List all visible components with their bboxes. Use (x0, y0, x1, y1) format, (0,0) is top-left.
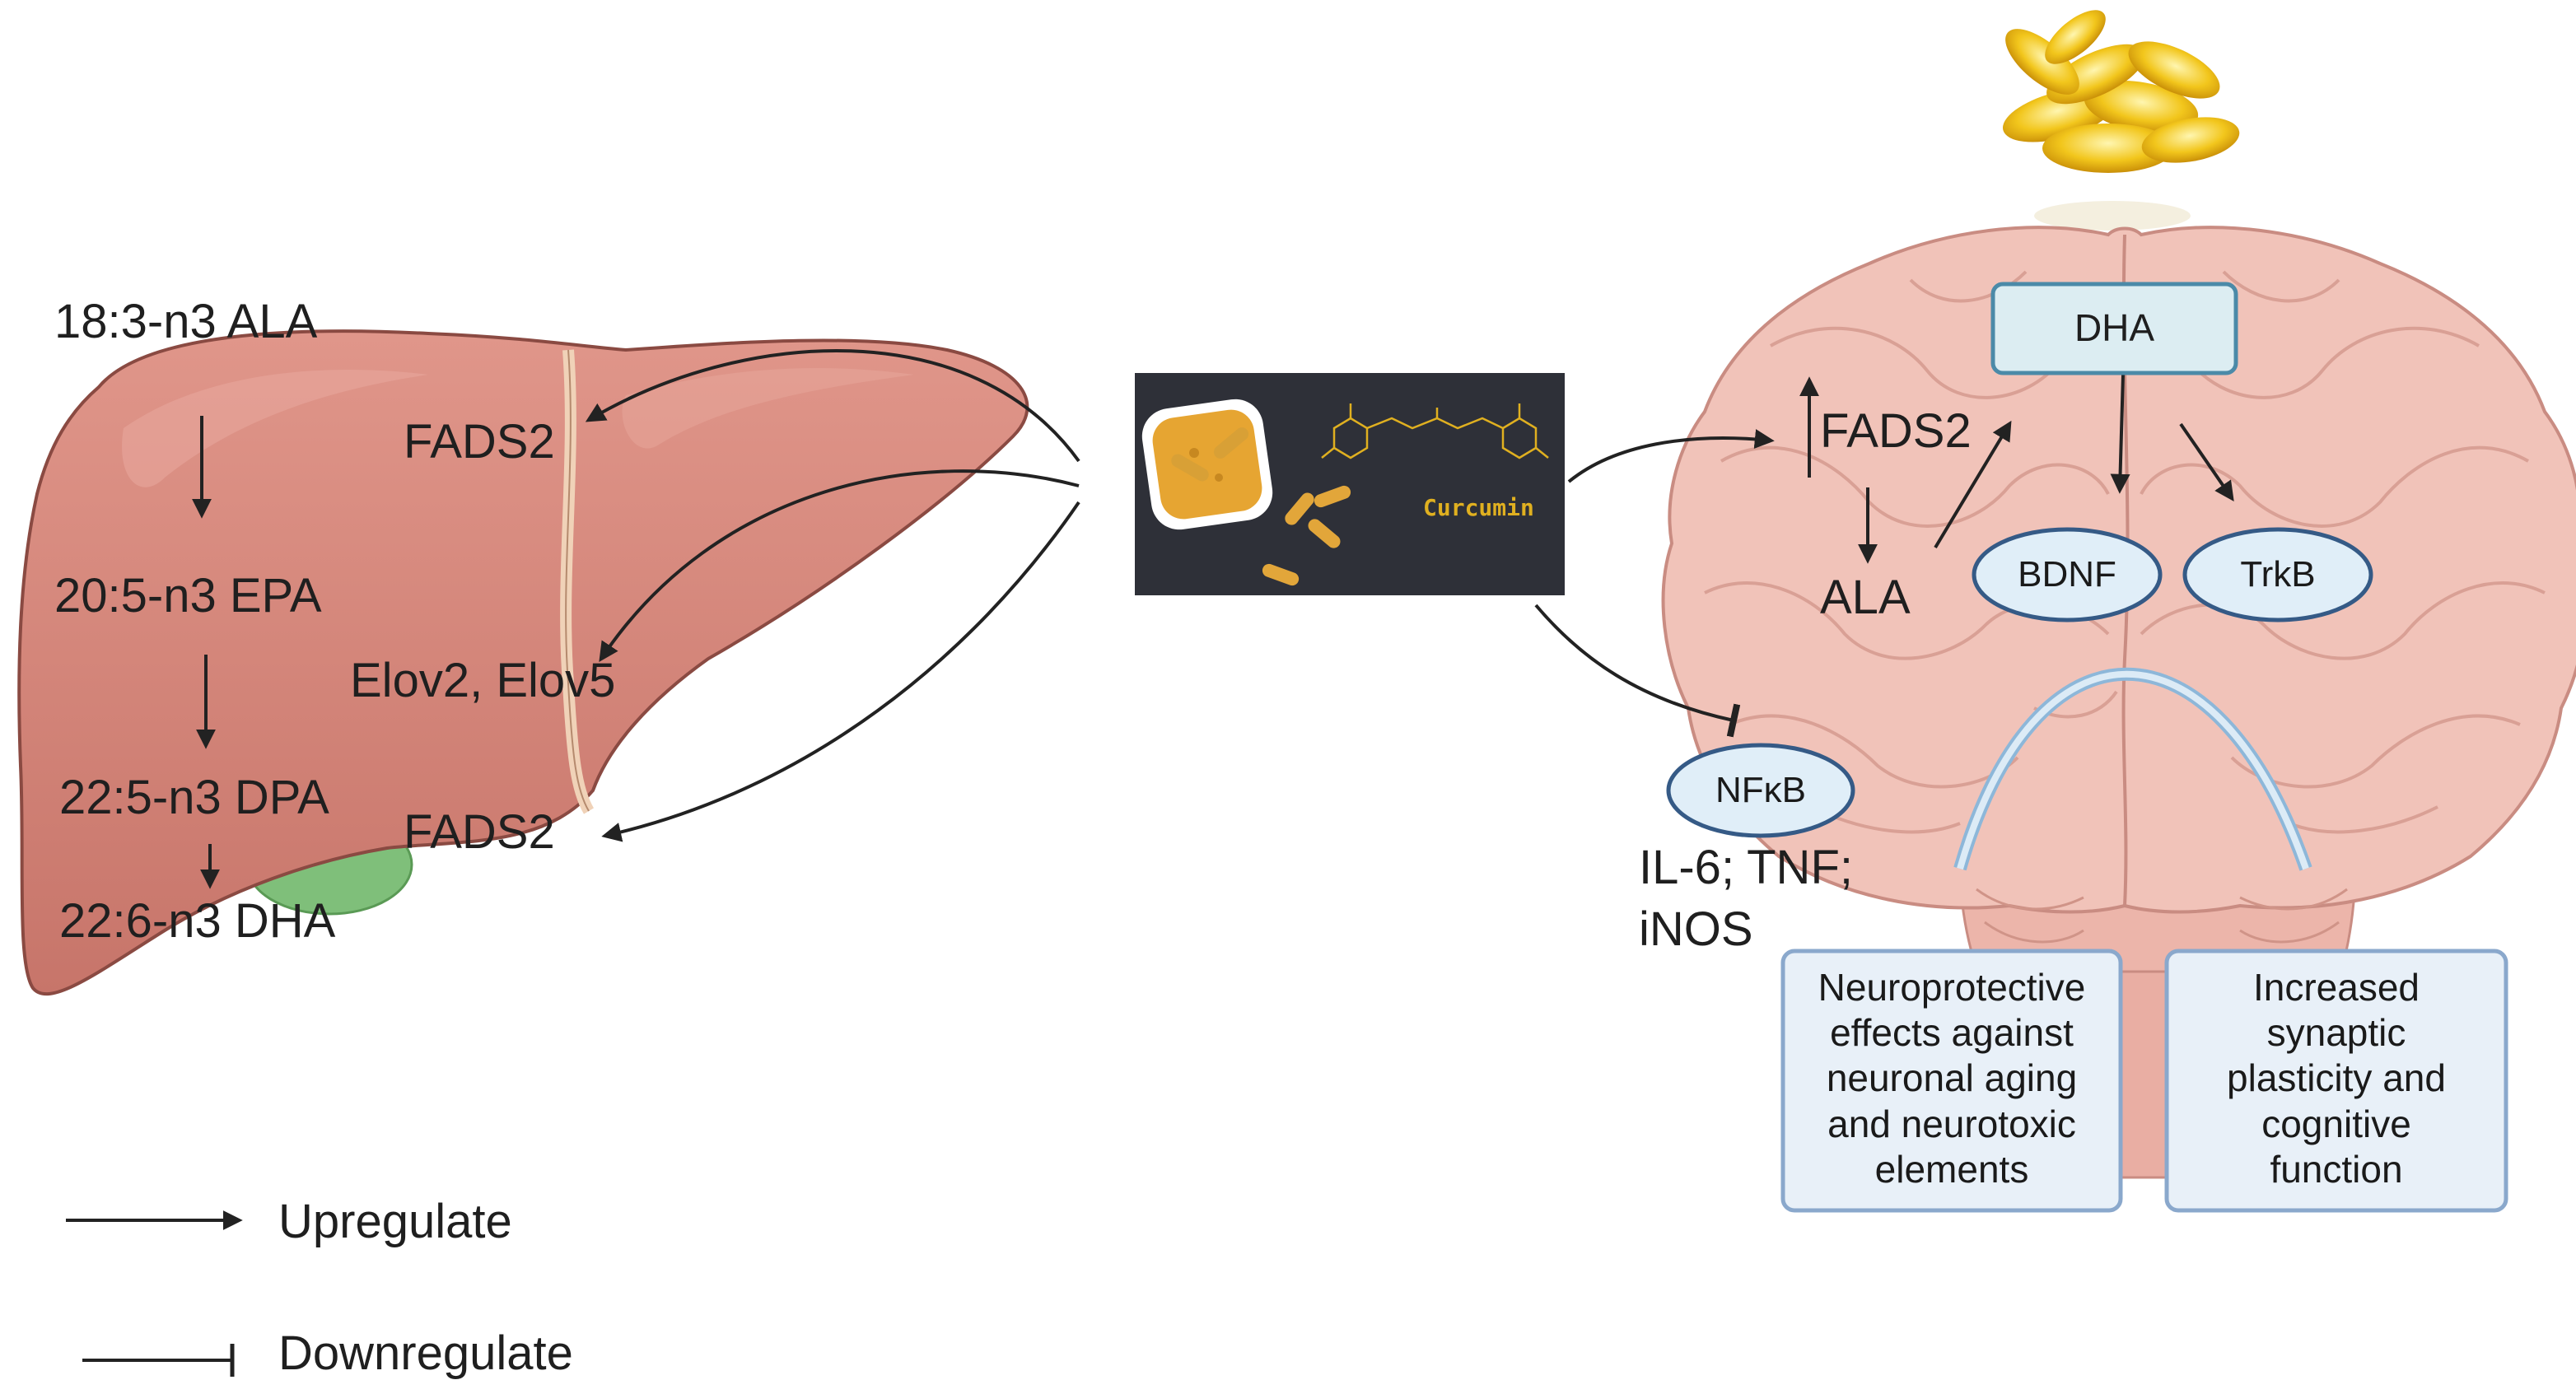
legend-down-label: Downregulate (278, 1326, 573, 1380)
arrow-dha-trkb (2179, 422, 2234, 501)
neuroprotective-text: Neuroprotective effects against neuronal… (1783, 965, 2121, 1192)
nfkb-oval (1666, 743, 1855, 838)
liver-dha-label: 22:6-n3 DHA (59, 894, 336, 948)
synaptic-line-3: plasticity and (2227, 1056, 2446, 1100)
neuroprotective-line-3: neuronal aging (1826, 1056, 2078, 1100)
liver-elov-label: Elov2, Elov5 (350, 654, 616, 707)
liver-highlight-right (622, 368, 914, 449)
brain-dha-label: DHA (2074, 306, 2155, 349)
fish-oil-capsules (2002, 10, 2240, 231)
neuroprotective-box (1780, 949, 2123, 1213)
liver-epa-label: 20:5-n3 EPA (54, 569, 322, 622)
liver-highlight (122, 369, 428, 487)
neuroprotective-line-1: Neuroprotective (1818, 966, 2086, 1009)
neuroprotective-line-2: effects against (1830, 1011, 2074, 1055)
synaptic-line-1: Increased (2252, 966, 2420, 1009)
arrow-curcumin-brain-fads2 (1567, 429, 1775, 483)
nfkb-label: NFκB (1715, 770, 1806, 810)
liver-ala-label: 18:3-n3 ALA (54, 295, 318, 348)
synaptic-line-5: function (2270, 1147, 2403, 1191)
arrow-curcumin-inhibit-nfkb (1534, 604, 1741, 738)
synaptic-line-2: synaptic (2266, 1011, 2406, 1055)
liver-fads2-top-label: FADS2 (404, 415, 555, 469)
synaptic-text: Increased synaptic plasticity and cognit… (2167, 965, 2506, 1192)
brain-fads2-label: FADS2 (1820, 404, 1972, 458)
neuroprotective-line-4: and neurotoxic (1827, 1102, 2076, 1145)
neuroprotective-line-5: elements (1874, 1147, 2029, 1191)
brain-ala-label: ALA (1820, 571, 1911, 624)
trkb-label: TrkB (2240, 554, 2316, 594)
curcumin-label: Curcumin (1423, 494, 1534, 521)
liver-shape (17, 329, 1029, 996)
liver-illustration (17, 329, 1029, 996)
brain-dha-box (1990, 282, 2238, 375)
synaptic-line-4: cognitive (2261, 1102, 2411, 1145)
arrow-ala-dha (1934, 420, 2012, 549)
synaptic-box (2164, 949, 2508, 1213)
arrow-dha-bdnf (2110, 374, 2130, 494)
cytokines-line1: IL-6; TNF; (1639, 841, 1853, 894)
curcumin-image (1135, 373, 1565, 595)
arrow-curcumin-elov (599, 469, 1080, 662)
legend-up-label: Upregulate (278, 1195, 512, 1248)
bdnf-oval (1972, 527, 2163, 622)
trkb-oval (2182, 527, 2373, 622)
bdnf-label: BDNF (2018, 554, 2116, 594)
liver-fads2-bottom-label: FADS2 (404, 805, 555, 859)
arrow-curcumin-fads2-bottom (601, 501, 1080, 842)
cytokines-line2: iNOS (1639, 902, 1753, 956)
liver-dpa-label: 22:5-n3 DPA (59, 771, 329, 824)
arrow-curcumin-fads2-top (585, 348, 1080, 463)
